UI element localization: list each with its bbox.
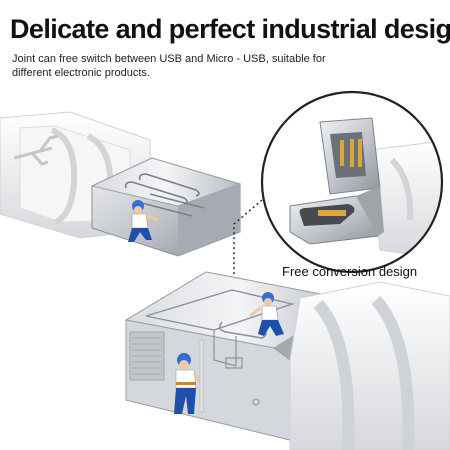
description-line-1: Joint can free switch between USB and Mi… — [12, 53, 326, 65]
measuring-rod — [199, 339, 204, 413]
usb-trident-logo — [13, 134, 59, 166]
conversion-callout — [260, 90, 444, 274]
micro-usb-plug — [90, 157, 242, 257]
description-line-2: different electronic products. — [12, 67, 150, 79]
description-text: Joint can free switch between USB and Mi… — [12, 52, 372, 80]
page-title: Delicate and perfect industrial design — [10, 14, 450, 44]
callout-caption: Free conversion design — [282, 264, 418, 279]
worker-figure — [174, 353, 204, 414]
usb-a-cable — [289, 281, 450, 450]
worker-figure — [249, 292, 284, 336]
worker-figure — [128, 200, 159, 242]
